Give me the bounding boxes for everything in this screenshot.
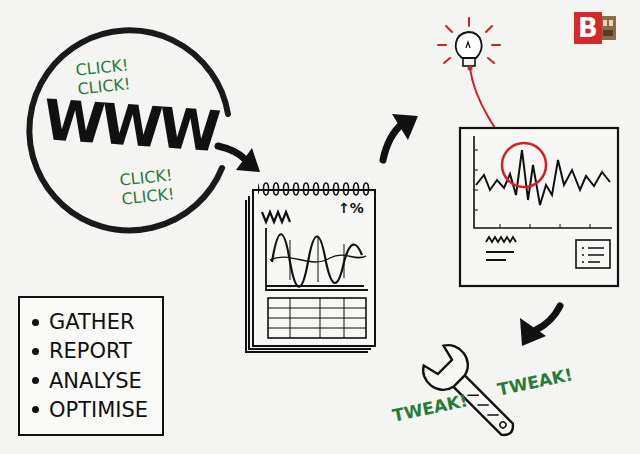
tweak-text: TWEAK! (391, 390, 470, 425)
step-text: ANALYSE (49, 368, 142, 394)
flow-arrow (383, 114, 418, 160)
tweak-text: TWEAK! (496, 364, 575, 399)
bullet-dot (32, 406, 39, 413)
step-row: REPORT (32, 338, 148, 364)
step-text: GATHER (49, 309, 135, 335)
flow-arrow (520, 306, 560, 346)
logo-photo (600, 16, 616, 40)
logo-badge: B (574, 12, 602, 44)
steps-box: GATHER REPORT ANALYSE OPTIMISE (18, 296, 164, 436)
analytics-chart (460, 128, 618, 286)
www-text: WWW (31, 85, 229, 166)
step-row: ANALYSE (32, 368, 148, 394)
step-text: OPTIMISE (49, 397, 148, 423)
step-text: REPORT (49, 338, 132, 364)
bullet-dot (32, 377, 39, 384)
logo-letter: B (574, 12, 602, 44)
bullet-dot (32, 319, 39, 326)
click-text: CLICK! CLICK! (109, 164, 185, 210)
calendar-report (246, 180, 375, 352)
percent-mark: ↑% (338, 200, 364, 216)
bullet-dot (32, 348, 39, 355)
step-row: OPTIMISE (32, 397, 148, 423)
www-loop: CLICK! CLICK!WWWCLICK! CLICK! (25, 28, 235, 238)
step-row: GATHER (32, 309, 148, 335)
